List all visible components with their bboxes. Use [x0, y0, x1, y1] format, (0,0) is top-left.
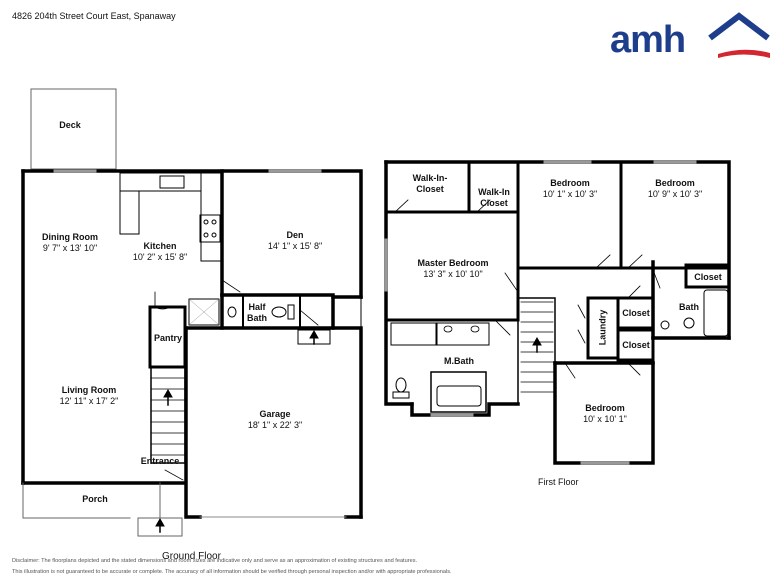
room-entrance: Entrance [140, 456, 180, 466]
room-closet-a: Closet [694, 272, 722, 282]
ground-floor-label: Ground Floor [162, 551, 221, 562]
room-half-bath: Half Bath [247, 302, 267, 323]
room-porch: Porch [82, 494, 108, 504]
room-deck: Deck [59, 120, 81, 130]
disclaimer-line-1: Disclaimer: The floorplans depicted and … [12, 558, 418, 564]
room-walk-in-closet-1: Walk-In-Closet [412, 173, 448, 194]
room-closet-b: Closet [622, 308, 650, 318]
house-roof-icon [708, 12, 770, 58]
disclaimer-line-2: This illustration is not guaranteed to b… [12, 569, 452, 575]
room-bath: Bath [679, 302, 699, 312]
room-master-bath: M.Bath [444, 356, 474, 366]
logo-text: amh [610, 19, 686, 61]
amh-logo: amh [606, 12, 772, 64]
property-address: 4826 204th Street Court East, Spanaway [12, 11, 176, 21]
first-floor-label: First Floor [538, 477, 579, 487]
room-pantry: Pantry [153, 333, 182, 343]
deck-outline [30, 88, 117, 170]
disclaimer: Disclaimer: The floorplans depicted and … [12, 556, 772, 578]
room-laundry: Laundry [597, 309, 608, 346]
room-closet-c: Closet [622, 340, 650, 350]
room-walk-in-closet-2: Walk-In Closet [478, 187, 510, 208]
